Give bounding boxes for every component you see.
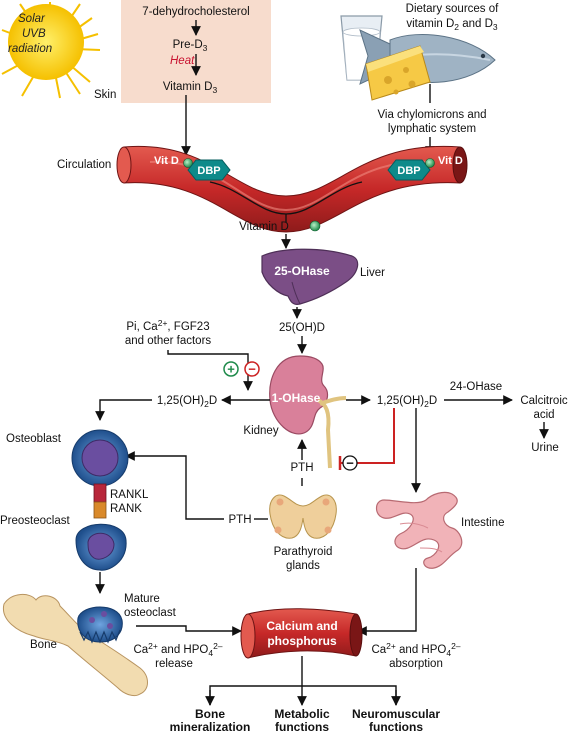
- rankl-receptor-icon: [93, 483, 107, 503]
- preosteoclast-label: Preosteoclast: [0, 515, 70, 527]
- bone-label: Bone: [30, 639, 57, 651]
- osteoblast-cell-icon: [71, 429, 129, 487]
- via-chylomicrons-line2: lymphatic system: [388, 123, 476, 135]
- absorption-line1: Ca2+ and HPO42–: [371, 641, 460, 658]
- mature-osteoclast-line2: osteoclast: [124, 607, 177, 619]
- bone-icon: [2, 594, 148, 697]
- via-chylomicrons-line1: Via chylomicrons and: [377, 109, 486, 121]
- outcome-metabolic-line1: Metabolic: [274, 707, 330, 721]
- cheese-icon: [365, 45, 431, 101]
- outcome-bone-line1: Bone: [195, 707, 225, 721]
- intestine-icon: [375, 491, 463, 569]
- calcitriol-left-label: 1,25(OH)2D: [157, 395, 217, 409]
- regulators-line2: and other factors: [125, 335, 212, 347]
- intestine-label: Intestine: [461, 517, 504, 529]
- liver-icon: [261, 248, 359, 305]
- heat-label: Heat: [170, 55, 195, 67]
- skin-box: [121, 0, 271, 103]
- kidney-label: Kidney: [243, 425, 278, 437]
- outcome-metabolic-line2: functions: [275, 720, 329, 732]
- liver-enzyme-label: 25-OHase: [274, 264, 330, 278]
- sun-label-line2: UVB: [22, 28, 46, 40]
- preosteoclast-cell-icon: [75, 523, 127, 571]
- inhibit-minus-icon: [244, 361, 260, 377]
- liver-product-25ohd: 25(OH)D: [279, 322, 325, 334]
- outcome-neuro-line1: Neuromuscular: [352, 707, 440, 721]
- diet-label-line2: vitamin D2 and D3: [406, 18, 498, 32]
- outcome-bone-line2: mineralization: [170, 720, 251, 732]
- outcome-neuro-line2: functions: [369, 720, 423, 732]
- parathyroid-line1: Parathyroid: [274, 546, 333, 558]
- vitd-molecule-left: [183, 158, 193, 168]
- mature-osteoclast-cell-icon: [77, 606, 123, 644]
- rank-receptor-icon: [93, 501, 107, 519]
- diet-label-line1: Dietary sources of: [406, 3, 499, 15]
- rankl-label: RANKL: [110, 489, 149, 501]
- 24-ohase-label: 24-OHase: [450, 381, 502, 393]
- parathyroid-line2: glands: [286, 560, 320, 572]
- vitd-molecule-right: [425, 158, 435, 168]
- dbp-right-protein: [387, 159, 431, 181]
- urine-label: Urine: [531, 442, 558, 454]
- vitamin-d-molecule: [309, 220, 321, 232]
- minus-symbol: −: [248, 362, 256, 377]
- skin-step-vitd3: Vitamin D3: [163, 81, 218, 95]
- calcitroic-line1: Calcitroic: [520, 395, 568, 407]
- vitd-right-label: Vit D: [438, 155, 463, 167]
- plus-symbol: +: [227, 362, 235, 377]
- absorption-line2: absorption: [389, 658, 443, 670]
- sun-label-line3: radiation: [8, 43, 52, 55]
- pth-inhibit-minus-icon: [342, 455, 358, 471]
- rank-label: RANK: [110, 503, 142, 515]
- circulation-label: Circulation: [57, 159, 111, 171]
- kidney-icon: [269, 355, 347, 469]
- osteoblast-label: Osteoblast: [6, 433, 62, 445]
- dbp-right-label: DBP: [397, 165, 420, 177]
- kidney-enzyme-label: 1-OHase: [272, 391, 321, 405]
- sun-label-line1: Solar: [18, 13, 46, 25]
- vitamin-d-label: Vitamin D: [239, 221, 289, 233]
- liver-label: Liver: [360, 267, 385, 279]
- skin-label: Skin: [94, 89, 116, 101]
- release-line1: Ca2+ and HPO42–: [133, 641, 222, 658]
- pth-minus-symbol: −: [346, 456, 354, 471]
- stimulate-plus-icon: [223, 361, 239, 377]
- release-line2: release: [155, 658, 193, 670]
- calcitriol-right-label: 1,25(OH)2D: [377, 395, 437, 409]
- regulators-line1: Pi, Ca2+, FGF23: [126, 318, 209, 333]
- calcium-phosphorus-vessel: [240, 608, 363, 659]
- mature-osteoclast-line1: Mature: [124, 593, 160, 605]
- skin-step-pred3: Pre-D3: [173, 39, 208, 53]
- calcium-vessel-line2: phosphorus: [267, 634, 337, 648]
- vitd-left-label: Vit D: [154, 155, 179, 167]
- dbp-left-label: DBP: [197, 165, 220, 177]
- dbp-left-protein: [187, 159, 231, 181]
- pth-left-label: PTH: [229, 514, 252, 526]
- sun-icon: [1, 2, 101, 99]
- skin-step-7dhc: 7-dehydrocholesterol: [142, 6, 249, 18]
- parathyroid-glands-icon: [269, 494, 337, 539]
- pth-center-label: PTH: [291, 462, 314, 474]
- calcium-vessel-line1: Calcium and: [266, 619, 337, 633]
- calcitroic-line2: acid: [533, 409, 554, 421]
